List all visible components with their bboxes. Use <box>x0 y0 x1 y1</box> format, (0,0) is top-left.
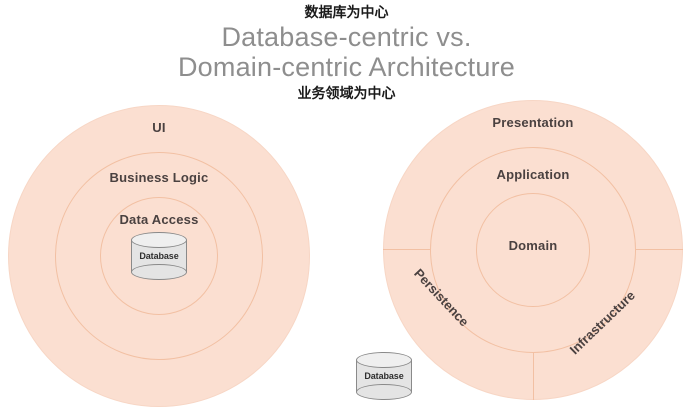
cylinder-top-ellipse <box>356 352 412 368</box>
bottom-database-cylinder[interactable]: Database <box>356 352 412 400</box>
cylinder-top-ellipse <box>131 232 187 248</box>
title-line-2: Domain-centric Architecture <box>177 52 516 82</box>
cylinder-bottom-ellipse <box>356 384 412 400</box>
divider-left-radial <box>383 249 430 250</box>
annotation-domain-centric: 业务领域为中心 <box>297 86 396 102</box>
divider-bottom-radial <box>533 353 534 400</box>
title-line-1: Database-centric vs. <box>221 22 472 52</box>
right-ring-domain-label: Domain <box>508 238 558 253</box>
left-ring-ui-label: UI <box>152 120 166 135</box>
divider-right-radial <box>636 249 683 250</box>
left-database-label: Database <box>139 251 179 261</box>
left-ring-business-logic-label: Business Logic <box>109 170 209 185</box>
left-ring-business-logic[interactable] <box>55 152 263 360</box>
annotation-database-centric: 数据库为中心 <box>304 5 389 21</box>
left-database-cylinder[interactable]: Database <box>131 232 187 280</box>
bottom-database-label: Database <box>364 371 404 381</box>
right-ring-presentation-label: Presentation <box>492 115 574 130</box>
left-ring-data-access-label: Data Access <box>119 212 199 227</box>
cylinder-bottom-ellipse <box>131 264 187 280</box>
right-ring-application-label: Application <box>496 167 570 182</box>
page-title: Database-centric vs. Domain-centric Arch… <box>0 22 693 82</box>
right-ring-domain[interactable] <box>476 193 590 307</box>
